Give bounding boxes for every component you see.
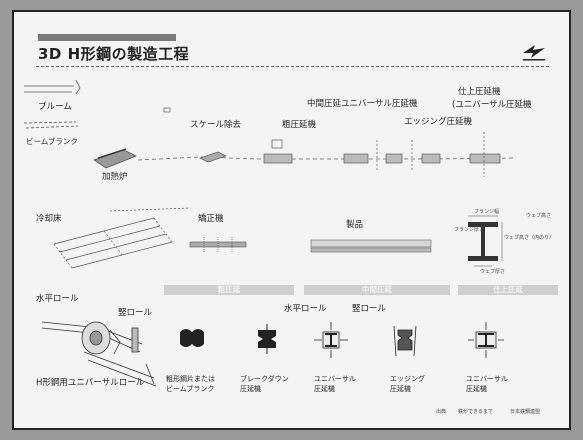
stage-4-line2: 圧延機	[390, 385, 411, 393]
label-furnace: 加熱炉	[102, 172, 128, 182]
label-intermediate: 中間圧延ユニバーサル圧延機	[307, 99, 418, 109]
stage-edging-shape	[393, 325, 417, 357]
source-1: 鉄ができるまで	[458, 409, 493, 415]
label-horizontal-roll: 水平ロール	[36, 294, 79, 304]
band-intermediate: 中間圧延	[304, 285, 450, 295]
stage-2-line1: ブレークダウン	[240, 375, 289, 383]
label-finishing-2: (ユニバーサル圧延機	[452, 100, 532, 110]
title-divider	[36, 66, 551, 67]
title-accent-bar	[38, 34, 176, 41]
label-cooling-bed: 冷却床	[36, 214, 62, 224]
universal-roll-drawing	[41, 321, 157, 387]
stage-universal2-shape	[468, 322, 504, 358]
label-straightener: 矯正機	[198, 214, 224, 224]
label-edging: エッジング圧延機	[404, 117, 473, 127]
label-web-thickness: ウェブ厚さ	[480, 269, 506, 275]
label-finishing-1: 仕上圧延機	[458, 87, 501, 97]
stage-1-line2: ビームブランク	[166, 385, 215, 393]
company-logo-icon	[523, 45, 545, 61]
stage-4-line1: エッジング	[390, 375, 425, 383]
label-horizontal-roll-2: 水平ロール	[284, 304, 327, 314]
label-beam-blank: ビームブランク	[26, 137, 78, 146]
page-title: 3D H形鋼の製造工程	[38, 45, 190, 63]
label-flange-thickness: フランジ厚さ	[454, 227, 485, 233]
stage-5-line2: 圧延機	[466, 385, 487, 393]
label-vertical-roll: 竪ロール	[118, 308, 153, 318]
label-vertical-roll-2: 竪ロール	[352, 304, 387, 314]
label-web-height: ウェブ高さ（内のり）	[504, 235, 555, 241]
stage-universal1-shape	[314, 322, 348, 358]
process-illustration	[23, 79, 515, 387]
h-section-diagram	[468, 215, 503, 267]
slide: 3D H形鋼の製造工程	[12, 10, 571, 430]
label-roughing: 粗圧延機	[282, 120, 317, 130]
source-label: 出典	[436, 409, 447, 415]
stage-5-line1: ユニバーサル	[466, 375, 508, 383]
stage-billet-shape	[180, 329, 204, 347]
band-roughing: 粗圧延	[164, 285, 294, 295]
furnace-shape	[93, 148, 137, 169]
stage-2-line2: 圧延機	[240, 385, 261, 393]
label-descaling: スケール除去	[190, 120, 242, 130]
label-product: 製品	[346, 220, 364, 230]
band-finishing: 仕上圧延	[458, 285, 558, 295]
stage-breakdown-shape	[258, 324, 276, 354]
stage-1-line1: 粗形鋼片または	[166, 375, 215, 383]
label-bloom: ブルーム	[38, 102, 72, 112]
label-universal-roll: H形鋼用ユニバーサルロール	[36, 378, 145, 388]
stage-3-line2: 圧延機	[314, 385, 335, 393]
cooling-bed-drawing	[53, 207, 191, 269]
label-flange-width: フランジ幅	[474, 209, 500, 215]
source-2: 日本鉄鋼連盟	[510, 409, 541, 415]
stage-3-line1: ユニバーサル	[314, 375, 356, 383]
label-height: ウェブ高さ	[526, 213, 552, 219]
